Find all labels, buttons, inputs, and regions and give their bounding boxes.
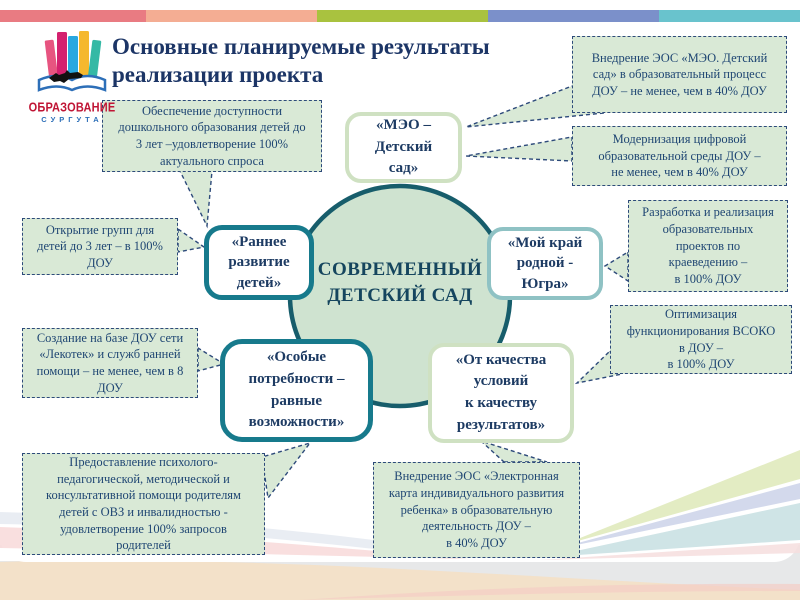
node-meo: «МЭО – Детский сад» [345,112,462,183]
node-quality: «От качества условий к качеству результа… [428,343,574,443]
callout-access: Обеспечение доступности дошкольного обра… [102,100,322,172]
bottom-pink-swoosh [300,583,800,600]
logo-org-text: ОБРАЗОВАНИЕ [28,101,116,115]
topbar-segment-pink [0,10,146,22]
central-circle-label: СОВРЕМЕННЫЙ ДЕТСКИЙ САД [317,259,483,306]
logo: ОБРАЗОВАНИЕ СУРГУТА [22,28,122,124]
topbar-segment-teal [659,10,800,22]
callout-lekotek: Создание на базе ДОУ сети «Лекотек» и сл… [22,328,198,398]
node-early: «Раннее развитие детей» [204,225,314,300]
callout-ecard: Внедрение ЭОС «Электронная карта индивид… [373,462,580,558]
ribbon-green [560,450,800,546]
topbar-segment-salmon [146,10,317,22]
connector-lekotek-special [197,346,226,372]
callout-digital: Модернизация цифровой образовательной ср… [572,126,787,186]
connector-access-early [178,170,213,229]
callout-vsoko: Оптимизация функционирования ВСОКО в ДОУ… [610,305,792,374]
callout-meo-eos: Внедрение ЭОС «МЭО. Детский сад» в образ… [572,36,787,113]
topbar-segment-green [317,10,488,22]
node-special: «Особые потребности – равные возможности… [220,339,373,442]
connector-projects-region [603,250,629,283]
callout-groups: Открытие групп для детей до 3 лет – в 10… [22,218,178,275]
callout-projects: Разработка и реализация образовательных … [628,200,788,292]
node-region: «Мой край родной - Югра» [487,227,603,300]
connector-groups-early [177,227,206,253]
connector-digital-meo [465,136,573,162]
ribbon-lavender [552,483,800,550]
ribbon-pink [540,543,800,560]
connector-meoeos-meo [465,85,606,128]
callout-support: Предоставление психолого- педагогической… [22,453,265,555]
ribbon-teal [548,503,800,557]
logo-books-icon [37,31,107,92]
topbar-segment-blue [488,10,659,22]
connector-ecard-quality [480,440,548,463]
logo-city-text: СУРГУТА [41,115,103,124]
connector-support-special [261,441,312,500]
page-title: Основные планируемые результаты реализац… [112,34,490,88]
